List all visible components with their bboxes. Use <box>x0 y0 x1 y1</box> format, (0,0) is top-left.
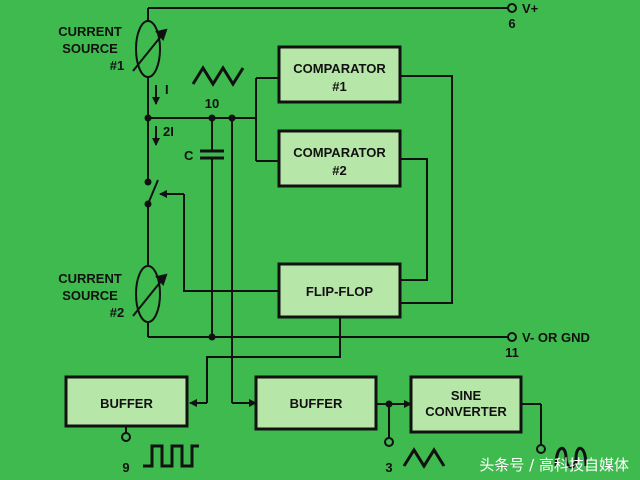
flipflop-to-buffer-wire <box>189 317 341 407</box>
buffer-left-label: BUFFER <box>100 396 153 411</box>
triangle-signal-wire <box>231 118 257 407</box>
sine-converter-block: SINE CONVERTER <box>409 375 523 434</box>
svg-text:CURRENT: CURRENT <box>58 24 122 39</box>
v-plus-terminal <box>507 3 517 13</box>
sine-converter-label-2: CONVERTER <box>425 404 507 419</box>
comparator-output-wires <box>400 75 453 304</box>
comparator-1-block: COMPARATOR #1 <box>277 45 402 104</box>
current-2i-label: 2I <box>163 124 174 139</box>
triangle-wave-icon-top <box>191 65 245 87</box>
sine-out-terminal <box>536 444 546 454</box>
v-plus-rail <box>148 3 517 13</box>
comparator-1-number: #1 <box>332 79 346 94</box>
watermark-text: 头条号 / 高科技自媒体 <box>479 456 629 474</box>
v-minus-terminal <box>507 332 517 342</box>
buffer-left-block: BUFFER <box>64 375 189 428</box>
v-minus-label: V- OR GND <box>522 330 590 345</box>
current-source-1-label: CURRENT SOURCE #1 <box>58 24 124 73</box>
v-plus-label: V+ <box>522 1 539 16</box>
output-wires <box>125 400 542 445</box>
square-wave-icon <box>143 444 199 468</box>
triangle-wave-icon-bottom <box>402 447 446 469</box>
current-source-2-symbol <box>132 265 168 323</box>
current-source-2-label: CURRENT SOURCE #2 <box>58 271 124 320</box>
pin-3-label: 3 <box>385 460 392 475</box>
svg-text:#1: #1 <box>110 58 124 73</box>
flip-flop-block: FLIP-FLOP <box>277 262 402 319</box>
comparator-2-number: #2 <box>332 163 346 178</box>
v-minus-rail <box>148 332 517 342</box>
output-pin-circles <box>121 432 546 454</box>
capacitor-label: C <box>184 148 194 163</box>
capacitor-symbol <box>200 118 224 337</box>
buffer-right-label: BUFFER <box>290 396 343 411</box>
comparator-input-wires <box>255 77 279 162</box>
flipflop-to-switch-wire <box>159 190 279 292</box>
pin-9-label: 9 <box>122 460 129 475</box>
svg-text:SOURCE: SOURCE <box>62 288 118 303</box>
square-out-terminal <box>121 432 131 442</box>
current-source-1-symbol <box>132 20 168 78</box>
pin-11-label: 11 <box>505 345 519 360</box>
current-i-label: I <box>165 82 169 97</box>
sine-converter-label-1: SINE <box>451 388 482 403</box>
flip-flop-label: FLIP-FLOP <box>306 284 373 299</box>
pin-10-label: 10 <box>205 96 219 111</box>
comparator-2-block: COMPARATOR #2 <box>277 129 402 188</box>
pin-6-label: 6 <box>508 16 515 31</box>
comparator-1-label: COMPARATOR <box>293 61 386 76</box>
buffer-right-block: BUFFER <box>254 375 378 431</box>
comparator-2-label: COMPARATOR <box>293 145 386 160</box>
left-chain-wires <box>147 8 256 337</box>
sine-wave-icon <box>554 447 588 469</box>
switch-symbol <box>144 178 159 208</box>
svg-text:SOURCE: SOURCE <box>62 41 118 56</box>
svg-text:#2: #2 <box>110 305 124 320</box>
triangle-out-terminal <box>384 437 394 447</box>
svg-text:CURRENT: CURRENT <box>58 271 122 286</box>
